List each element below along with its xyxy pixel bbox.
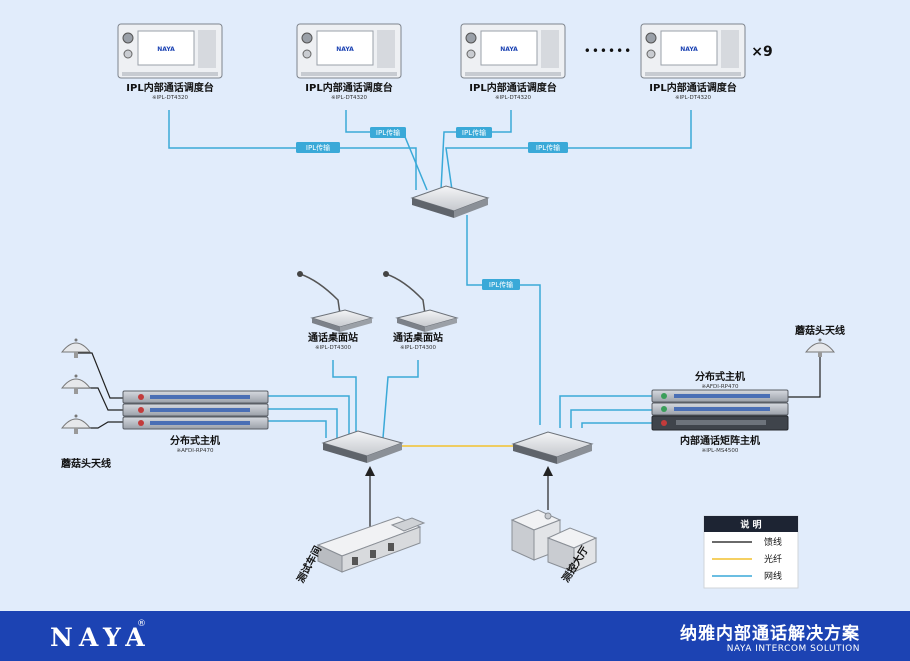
ipl-link-label: IPL传输 xyxy=(536,143,560,152)
console-model: ※IPL-DT4320 xyxy=(152,95,189,101)
ipl-link-badge xyxy=(482,279,520,290)
console-model: ※IPL-DT4320 xyxy=(495,95,532,101)
console-device: NAYA xyxy=(640,23,746,79)
console-label: IPL内部通话调度台 xyxy=(649,81,736,94)
workshop-building-icon xyxy=(316,516,426,573)
system-diagram: IPL传输 IPL传输 IPL传输 IPL传输 IPL传输 NAYA NAYA … xyxy=(60,23,845,589)
arrow-icon xyxy=(543,466,553,476)
desk-station-model: ※IPL-DT4300 xyxy=(400,345,437,351)
workshop-label: 测试车间 xyxy=(294,544,324,585)
left-host-model: ※AFDI-RP470 xyxy=(176,448,214,454)
switch-device-top xyxy=(410,185,490,218)
mushroom-antenna-icon xyxy=(60,338,92,358)
footer-title: 纳雅内部通话解决方案 xyxy=(680,624,860,644)
desk-station-label: 通话桌面站 xyxy=(308,331,358,344)
mushroom-antenna-icon xyxy=(60,374,92,394)
console-device: NAYA xyxy=(460,23,566,79)
desk-station-device xyxy=(383,271,459,332)
switch-device-right xyxy=(511,431,594,464)
console-label: IPL内部通话调度台 xyxy=(126,81,213,94)
legend-item-label: 网线 xyxy=(764,570,782,582)
legend: 说 明 馈线 光纤 网线 xyxy=(703,515,799,589)
arrow-icon xyxy=(365,466,375,476)
console-brand: NAYA xyxy=(500,46,518,53)
right-dist-host-model: ※AFDI-RP470 xyxy=(701,384,739,390)
ipl-link-label: IPL传输 xyxy=(376,128,400,137)
ipl-link-label: IPL传输 xyxy=(462,128,486,137)
right-distributed-host xyxy=(651,389,789,416)
console-label: IPL内部通话调度台 xyxy=(469,81,556,94)
footer-subtitle: NAYA INTERCOM SOLUTION xyxy=(726,644,860,654)
ellipsis: •••••• xyxy=(584,44,632,58)
ipl-link-badge xyxy=(370,127,406,138)
left-distributed-host xyxy=(122,390,269,430)
console-device: NAYA xyxy=(117,23,223,79)
right-matrix-host xyxy=(651,415,789,431)
switch-device-left xyxy=(321,430,404,463)
left-host-label: 分布式主机 xyxy=(170,434,220,447)
ipl-link-label: IPL传输 xyxy=(306,143,330,152)
mushroom-antenna-icon xyxy=(804,338,836,357)
console-brand: NAYA xyxy=(680,46,698,53)
registered-mark: ® xyxy=(137,619,146,629)
console-model: ※IPL-DT4320 xyxy=(675,95,712,101)
console-brand: NAYA xyxy=(157,46,175,53)
naya-logo: NAYA xyxy=(50,623,151,652)
footer-bar: NAYA ® 纳雅内部通话解决方案 NAYA INTERCOM SOLUTION xyxy=(0,611,910,661)
mushroom-antenna-icon xyxy=(60,414,92,434)
ipl-link-label: IPL传输 xyxy=(489,280,513,289)
desk-station-model: ※IPL-DT4300 xyxy=(315,345,352,351)
right-matrix-host-model: ※IPL-MS4500 xyxy=(702,448,739,454)
left-antenna-label: 蘑菇头天线 xyxy=(61,457,111,470)
ipl-link-badge xyxy=(296,142,340,153)
network-cables xyxy=(168,110,692,439)
console-label: IPL内部通话调度台 xyxy=(305,81,392,94)
desk-station-label: 通话桌面站 xyxy=(393,331,443,344)
control-hall-building-icon xyxy=(510,509,598,573)
multiplier-label: ×9 xyxy=(751,44,772,60)
console-model: ※IPL-DT4320 xyxy=(331,95,368,101)
legend-title: 说 明 xyxy=(740,519,761,531)
legend-item-label: 馈线 xyxy=(764,536,782,548)
console-device: NAYA xyxy=(296,23,402,79)
desk-station-device xyxy=(297,271,374,332)
console-brand: NAYA xyxy=(336,46,354,53)
right-dist-host-label: 分布式主机 xyxy=(695,370,745,383)
ipl-link-badge xyxy=(456,127,492,138)
right-antenna-label: 蘑菇头天线 xyxy=(795,324,845,337)
legend-item-label: 光纤 xyxy=(764,553,782,565)
ipl-link-badge xyxy=(528,142,568,153)
right-matrix-host-label: 内部通话矩阵主机 xyxy=(680,434,760,447)
